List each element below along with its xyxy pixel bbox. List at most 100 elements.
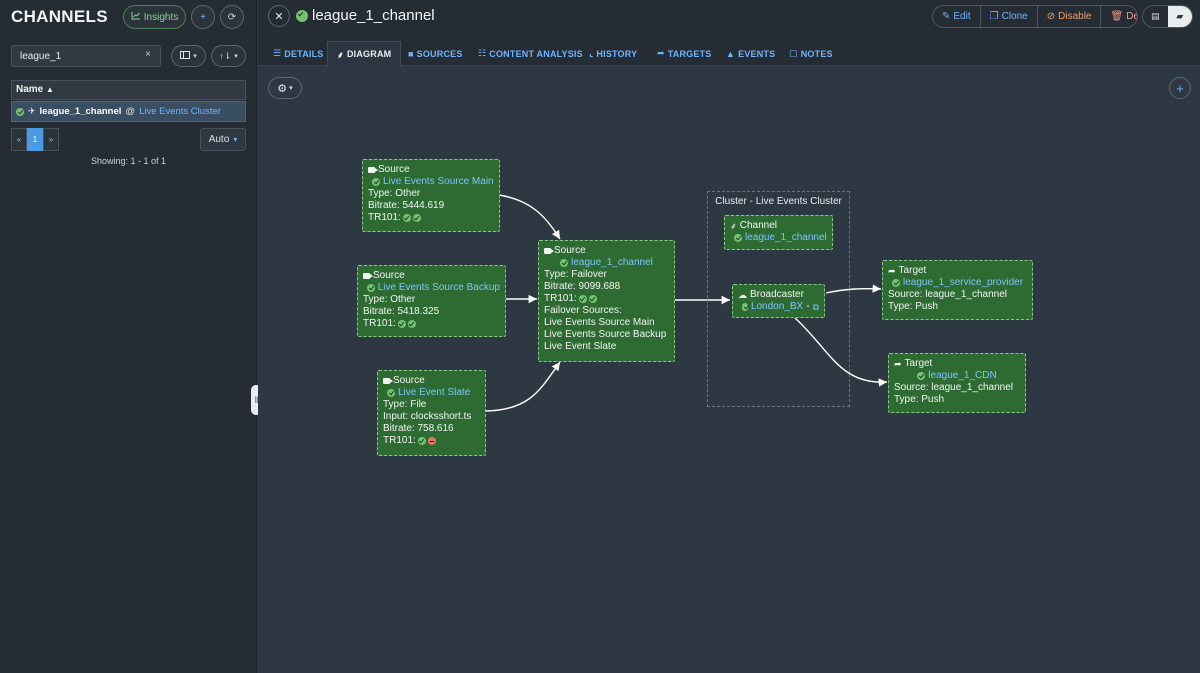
node-target-cdn[interactable]: ➦Target league_1_CDN Source: league_1_ch… xyxy=(888,353,1026,413)
camera-icon xyxy=(368,167,378,173)
target-cdn-link[interactable]: league_1_CDN xyxy=(928,370,997,381)
pager-prev[interactable]: « xyxy=(11,128,27,151)
tab-events[interactable]: ▲EVENTS xyxy=(726,48,776,59)
tab-history[interactable]: ⌞HISTORY xyxy=(589,48,638,59)
camera-icon: ■ xyxy=(408,48,414,59)
disable-button[interactable]: ⊘Disable xyxy=(1038,6,1102,27)
tab-details[interactable]: ☰DETAILS xyxy=(273,48,324,59)
folder-layout-button[interactable]: ▰ xyxy=(1167,6,1192,27)
clear-search-icon[interactable]: × xyxy=(145,49,151,60)
columns-icon xyxy=(180,50,191,62)
showing-count: Showing: 1 - 1 of 1 xyxy=(90,156,167,166)
channel-tabs: ☰DETAILS ⸙DIAGRAM ■SOURCES ☷CONTENT ANAL… xyxy=(258,34,1200,66)
channel-actions: ✎Edit ❐Clone ⊘Disable 🗑Delete xyxy=(932,5,1138,28)
ban-icon: ⊘ xyxy=(1046,11,1056,22)
channels-sidebar: CHANNELS Insights + ⟳ × ▾ ↑⇂ ▾ Name ▲ ✈ xyxy=(0,0,257,673)
check-circle-icon xyxy=(16,107,24,116)
tab-content-analysis[interactable]: ☷CONTENT ANALYSIS xyxy=(478,48,583,59)
add-channel-button[interactable]: + xyxy=(191,5,215,29)
insights-label: Insights xyxy=(143,11,179,23)
diagram-settings-button[interactable]: ⚙▾ xyxy=(268,77,302,99)
chevron-down-icon: ▾ xyxy=(234,53,238,60)
source-backup-link[interactable]: Live Events Source Backup xyxy=(377,282,500,293)
zoom-in-button[interactable]: + xyxy=(1169,77,1191,99)
broadcaster-link[interactable]: London_BX xyxy=(750,301,804,312)
pagination: « 1 » xyxy=(11,128,59,151)
channel-link[interactable]: league_1_channel xyxy=(745,232,827,243)
check-circle-icon xyxy=(560,259,569,267)
refresh-button[interactable]: ⟳ xyxy=(220,5,244,29)
auto-refresh-select[interactable]: Auto ▾ xyxy=(200,128,246,151)
external-link-icon[interactable]: ⧉ xyxy=(812,302,819,312)
node-source-backup[interactable]: Source Live Events Source Backup Type: O… xyxy=(357,265,506,337)
sitemap-icon: ⸙ xyxy=(730,221,737,231)
node-channel[interactable]: ⸙Channel league_1_channel xyxy=(724,215,833,250)
gear-icon: ⚙ xyxy=(277,82,288,95)
layout-toggle: ▤ ▰ xyxy=(1142,5,1193,28)
node-broadcaster[interactable]: ☁Broadcaster London_BX-⧉ xyxy=(732,284,825,318)
table-header-name[interactable]: Name ▲ xyxy=(11,80,246,100)
insights-button[interactable]: Insights xyxy=(123,5,186,29)
trash-icon: 🗑 xyxy=(1110,11,1124,22)
failover-source-link[interactable]: league_1_channel xyxy=(571,257,653,268)
pager-next[interactable]: » xyxy=(43,128,59,151)
tab-notes[interactable]: ▢NOTES xyxy=(789,48,833,59)
node-failover-source[interactable]: Source league_1_channel Type: Failover B… xyxy=(538,240,675,362)
source-main-link[interactable]: Live Events Source Main xyxy=(383,176,494,187)
check-circle-icon xyxy=(296,9,308,22)
share-icon: ➦ xyxy=(894,359,902,369)
list-icon: ▤ xyxy=(1150,11,1160,21)
target-sp-link[interactable]: league_1_service_provider xyxy=(903,277,1024,288)
check-circle-icon xyxy=(397,320,406,328)
chevron-down-icon: ▾ xyxy=(233,135,238,144)
source-slate-link[interactable]: Live Event Slate xyxy=(398,387,471,398)
check-circle-icon xyxy=(742,303,748,311)
column-view-button[interactable]: ▾ xyxy=(171,45,206,67)
sort-icon: ↑⇂ xyxy=(219,50,232,61)
check-circle-icon xyxy=(372,178,380,186)
tab-diagram[interactable]: ⸙DIAGRAM xyxy=(327,41,402,66)
close-icon: ✕ xyxy=(274,10,284,23)
pager-page-1[interactable]: 1 xyxy=(27,128,43,151)
tab-sources[interactable]: ■SOURCES xyxy=(408,48,463,59)
cluster-label: Cluster - Live Events Cluster xyxy=(715,196,842,207)
page-title: league_1_channel xyxy=(296,7,435,24)
check-circle-icon xyxy=(892,279,900,287)
delete-button[interactable]: 🗑Delete xyxy=(1110,11,1137,22)
cluster-link[interactable]: Live Events Cluster xyxy=(139,106,221,117)
check-circle-icon xyxy=(402,214,411,222)
failover-source-item: Live Events Source Main xyxy=(544,317,655,328)
clone-button[interactable]: ❐Clone xyxy=(981,6,1038,27)
check-circle-icon xyxy=(578,295,587,303)
node-target-service-provider[interactable]: ➦Target league_1_service_provider Source… xyxy=(882,260,1033,320)
channel-header: ✕ league_1_channel ✎Edit ❐Clone ⊘Disable… xyxy=(258,0,1200,34)
plus-icon: + xyxy=(1176,80,1184,96)
plus-icon: + xyxy=(200,11,206,23)
chart-icon: ⌞ xyxy=(589,48,594,58)
share-icon: ➦ xyxy=(888,266,896,276)
camera-icon xyxy=(363,273,373,279)
node-source-main[interactable]: Source Live Events Source Main Type: Oth… xyxy=(362,159,500,232)
note-icon: ▢ xyxy=(789,48,798,58)
list-layout-button[interactable]: ▤ xyxy=(1143,6,1168,27)
share-icon: ➦ xyxy=(657,48,665,58)
error-circle-icon xyxy=(427,437,436,445)
check-circle-icon xyxy=(917,372,926,380)
sort-asc-icon: ▲ xyxy=(46,85,54,94)
camera-icon xyxy=(544,248,554,254)
table-row[interactable]: ✈ league_1_channel @ Live Events Cluster xyxy=(11,101,246,122)
sort-button[interactable]: ↑⇂ ▾ xyxy=(211,45,246,67)
failover-source-item: Live Event Slate xyxy=(544,341,617,352)
failover-source-item: Live Events Source Backup xyxy=(544,329,667,340)
folder-icon: ▰ xyxy=(1176,11,1184,21)
close-button[interactable]: ✕ xyxy=(268,5,290,27)
search-input[interactable] xyxy=(11,45,161,67)
channel-name: league_1_channel xyxy=(39,106,122,117)
cluster-group: Cluster - Live Events Cluster xyxy=(707,191,850,407)
tab-targets[interactable]: ➦TARGETS xyxy=(657,48,712,59)
check-circle-icon xyxy=(407,320,416,328)
edit-button[interactable]: ✎Edit xyxy=(933,6,981,27)
panel-resize-handle[interactable]: ‖ xyxy=(251,385,262,415)
node-source-slate[interactable]: Source Live Event Slate Type: File Input… xyxy=(377,370,486,456)
